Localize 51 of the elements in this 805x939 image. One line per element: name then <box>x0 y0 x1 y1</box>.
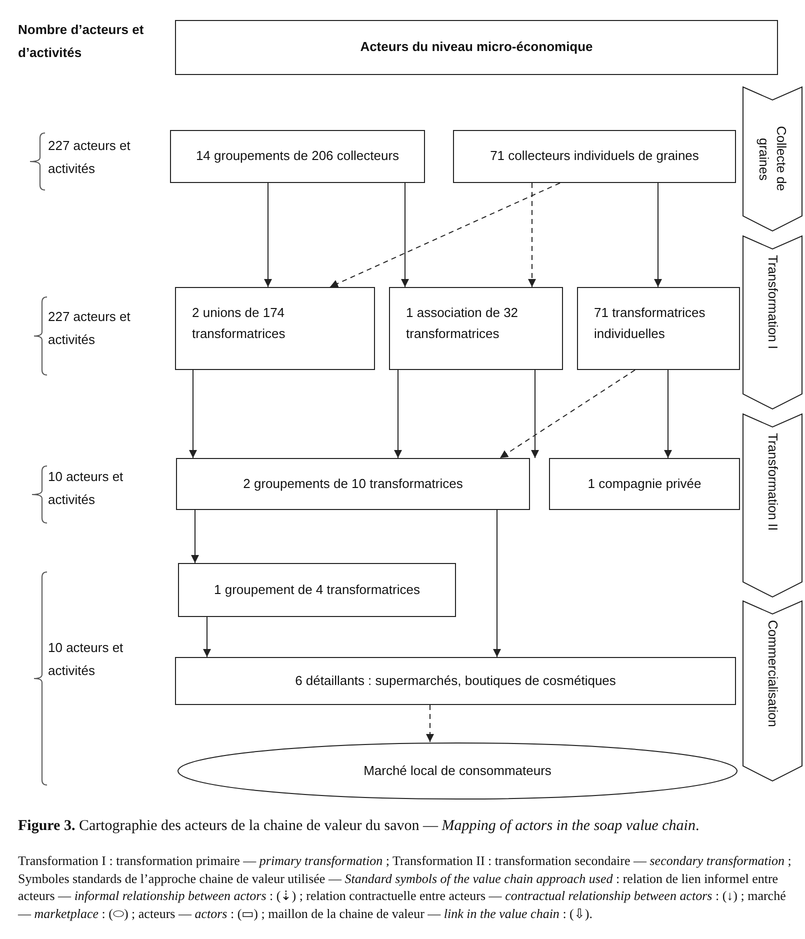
actor-box <box>176 458 530 510</box>
node-text: Marché local de consommateurs <box>364 762 552 780</box>
actor-box <box>577 287 740 370</box>
figure-caption: Figure 3. Cartographie des acteurs de la chaine de valeur du savon — Mapping of actors in the soap value chain. <box>18 818 700 835</box>
node-text: 2 groupements de 10 transformatrices <box>243 474 463 493</box>
dashed-arrow <box>426 704 434 742</box>
node-text: 6 détaillants : supermarchés, boutiques de cosmétiques <box>295 672 616 690</box>
node-text: Transformation II <box>764 433 782 531</box>
node-text: Acteurs du niveau micro-économique <box>360 38 593 56</box>
arrow <box>664 370 672 458</box>
actor-box <box>175 287 375 370</box>
dashed-arrow <box>500 370 636 458</box>
node-text: 71 transformatrices individuelles <box>594 304 706 342</box>
arrow <box>401 182 409 288</box>
actor-box <box>389 287 563 370</box>
node-text: 14 groupements de 206 collecteurs <box>196 147 400 166</box>
arrow <box>191 510 199 564</box>
actor-box <box>549 458 740 510</box>
arrow <box>531 370 539 458</box>
figure-notes: Transformation I : transformation primaire — primary transformation ; Transformation II : transformation secondaire — secondary transformation ; Symboles standards de l’approche chaine de valeur utilisée — Standard symbols of the value chain approach used : relation de lien informel entre acteurs — informal relationship between actors : (⇣) ; relation contractuelle entre acteurs — contractual relationship between actors : (↓) ; marché — marketplace : (⬭) ; acteurs — actors : (▭) ; maillon de la chaine de valeur — link in the value chain : (⇩). <box>18 852 792 922</box>
node-text: 1 compagnie privée <box>588 474 702 493</box>
arrow <box>394 370 402 458</box>
actor-box <box>178 563 456 617</box>
actor-box <box>175 20 778 75</box>
stage-banner <box>742 86 803 232</box>
arrow <box>203 616 211 658</box>
actor-box <box>453 130 736 183</box>
node-text: Transformation I <box>764 255 782 350</box>
actor-count: 227 acteurs et activités <box>48 308 132 350</box>
dashed-arrow <box>528 182 536 288</box>
dashed-arrow <box>330 182 560 288</box>
node-text: Collecte de graines <box>756 125 790 194</box>
node-text: 2 unions de 174 transformatrices <box>192 304 286 342</box>
arrow <box>654 182 662 288</box>
actor-count: 10 acteurs et activités <box>48 468 124 510</box>
actor-count: 10 acteurs et activités <box>48 639 124 680</box>
stage-banner <box>742 600 803 782</box>
marketplace-ellipse <box>177 742 738 800</box>
node-text: 1 association de 32 transformatrices <box>406 304 520 342</box>
stage-banner <box>742 235 803 410</box>
node-text: 71 collecteurs individuels de graines <box>490 147 699 166</box>
actor-box <box>175 657 736 705</box>
arrow <box>189 370 197 458</box>
arrow <box>264 182 272 288</box>
node-text: 1 groupement de 4 transformatrices <box>214 580 420 599</box>
node-text: Commercialisation <box>764 620 782 727</box>
actor-box <box>170 130 425 183</box>
actor-count: 227 acteurs et activités <box>48 137 132 178</box>
column-heading: Nombre d’acteurs et d’activités <box>18 21 145 62</box>
arrow <box>493 510 501 658</box>
stage-banner <box>742 413 803 598</box>
